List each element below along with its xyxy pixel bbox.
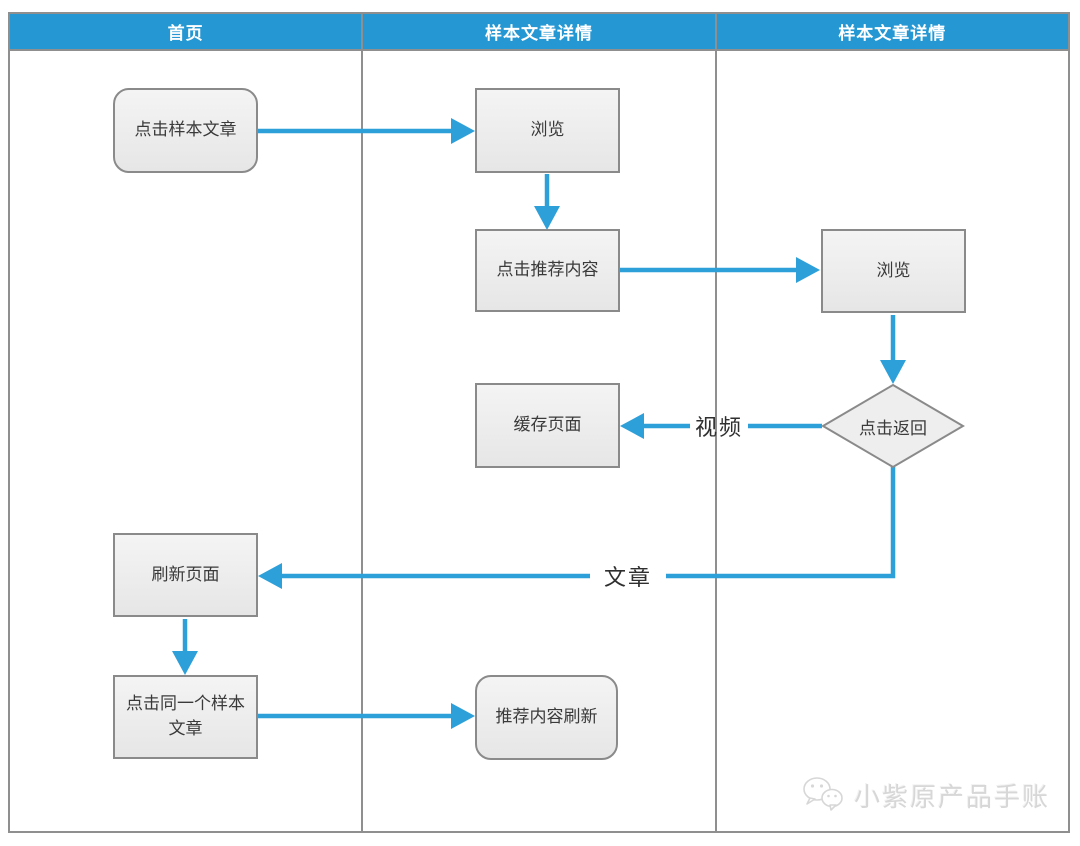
lane-home: 首页 <box>10 14 362 831</box>
lane-title: 样本文章详情 <box>838 24 947 43</box>
swimlane-container: 首页 样本文章详情 样本文章详情 <box>8 12 1070 833</box>
lane-article-detail-1: 样本文章详情 <box>361 14 715 831</box>
lane-header-article-detail-1: 样本文章详情 <box>363 14 715 51</box>
node-cache-page: 缓存页面 <box>475 383 620 468</box>
node-click-recommended-content: 点击推荐内容 <box>475 229 620 312</box>
wechat-icon <box>803 777 843 811</box>
node-refresh-page: 刷新页面 <box>113 533 258 617</box>
lane-article-detail-2: 样本文章详情 <box>714 14 1068 831</box>
lane-title: 样本文章详情 <box>484 24 593 43</box>
watermark-text: 小紫原产品手账 <box>854 781 1051 812</box>
edge-label-article: 文章 <box>603 565 653 590</box>
node-browse-1: 浏览 <box>475 88 620 173</box>
edge-label-video: 视频 <box>694 415 744 440</box>
lane-header-home: 首页 <box>10 14 362 51</box>
watermark: 小紫原产品手账 <box>800 768 1056 822</box>
lane-header-article-detail-2: 样本文章详情 <box>716 14 1068 51</box>
node-browse-2: 浏览 <box>821 229 966 313</box>
node-click-back-label: 点击返回 <box>859 418 927 438</box>
node-click-same-sample-article: 点击同一个样本文章 <box>113 675 258 759</box>
node-recommended-content-refresh: 推荐内容刷新 <box>475 675 618 760</box>
lane-title: 首页 <box>167 24 204 43</box>
node-click-sample-article: 点击样本文章 <box>113 88 258 173</box>
